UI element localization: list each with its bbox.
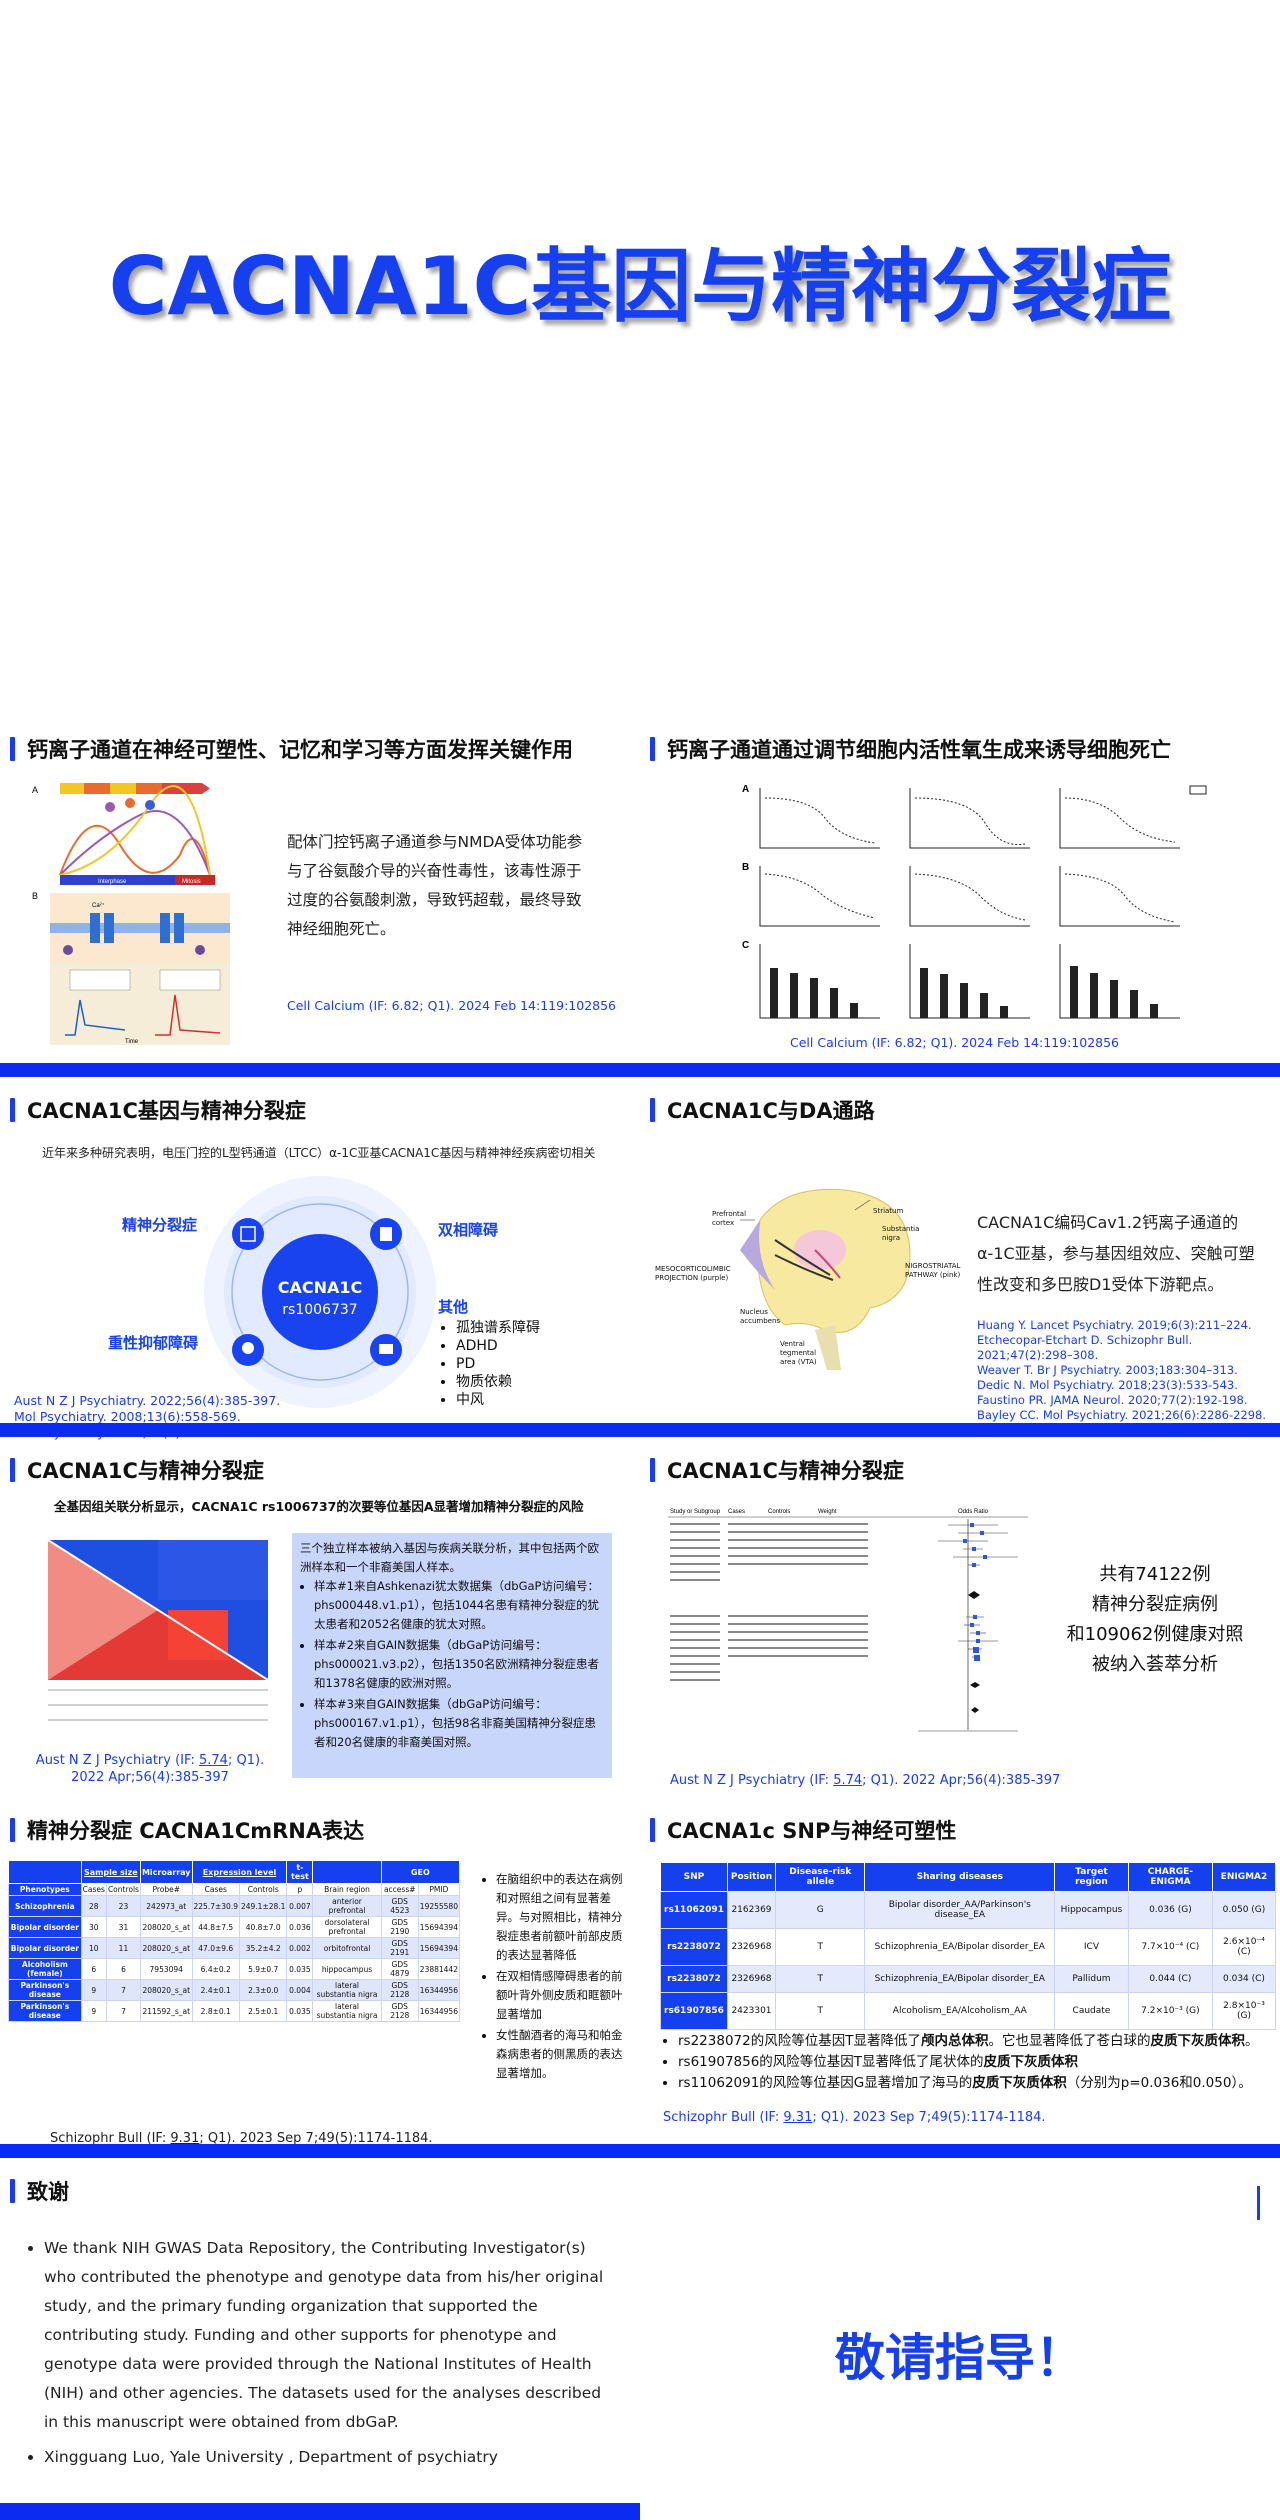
dose-response-figure: A B C [740,778,1208,1030]
s4-references: Huang Y. Lancet Psychiatry. 2019;6(3):21… [977,1318,1267,1422]
divider-bar [0,1423,640,1437]
section-heading: CACNA1c SNP与神经可塑性 [650,1815,956,1845]
divider-bar [640,1423,1280,1437]
section-heading: CACNA1C与精神分裂症 [650,1455,904,1485]
s1-reference: Cell Calcium (IF: 6.82; Q1). 2024 Feb 14… [287,998,617,1013]
fig-label-a: A [32,785,38,795]
forest-header-or: Odds Ratio [958,1509,989,1515]
right-edge-marker [1257,2186,1260,2220]
interphase-label: Interphase [98,879,127,885]
forest-header-weight: Weight [818,1509,837,1515]
section-heading: CACNA1C基因与精神分裂症 [10,1095,306,1125]
ld-heatmap [18,1530,293,1745]
center-snp-label: rs1006737 [282,1302,358,1318]
label-striatum: Striatum [873,1207,904,1215]
s3-intro: 近年来多种研究表明，电压门控的L型钙通道（LTCC）α-1C亚基CACNA1C基… [42,1146,596,1160]
s5-subtitle: 全基因组关联分析显示，CACNA1C rs1006737的次要等位基因A显著增加… [54,1499,584,1514]
cell-cycle-figure: A Interphase Mitosis B Time Ca²⁺ [30,775,232,1045]
forest-header-study: Study or Subgroup [670,1509,721,1515]
label-other: 其他 [438,1298,469,1316]
brain-figure [655,1180,955,1370]
label-vta: Ventral tegmental area (VTA) [780,1340,817,1366]
s5-reference: Aust N Z J Psychiatry (IF: 5.74; Q1). 20… [35,1753,265,1785]
meta-analysis-summary: 共有74122例精神分裂症病例和109062例健康对照被纳入荟萃分析 [1066,1564,1244,1675]
label-bipolar: 双相障碍 [438,1221,499,1239]
s8-reference: Schizophr Bull (IF: 9.31; Q1). 2023 Sep … [663,2110,1046,2125]
s7-reference: Schizophr Bull (IF: 9.31; Q1). 2023 Sep … [50,2131,433,2146]
center-gene-label: CACNA1C [277,1278,363,1297]
panel-label-a: A [742,784,749,795]
section-heading: 钙离子通道通过调节细胞内活性氧生成来诱导细胞死亡 [650,734,1171,764]
section-heading: CACNA1C与精神分裂症 [10,1455,264,1485]
label-prefrontal: Prefrontal cortex [712,1210,747,1227]
label-nucleus-accumbens: Nucleus accumbens [740,1308,781,1325]
s4-body-text: CACNA1C编码Cav1.2钙离子通道的α-1C亚基，参与基因组效应、突触可塑… [977,1213,1255,1294]
label-substantia-nigra: Substantia nigra [882,1225,920,1242]
s6-reference: Aust N Z J Psychiatry (IF: 5.74; Q1). 20… [670,1773,1061,1788]
s8-bullets: rs2238072的风险等位基因T显著降低了颅内总体积。它也显著降低了苍白球的皮… [660,2032,1270,2095]
monitor-icon [379,1344,393,1354]
mrna-expression-table: Sample size Microarray Expression level … [8,1860,461,2022]
sample-info-box: 三个独立样本被纳入基因与疾病关联分析，其中包括两个欧洲样本和一个非裔美国人样本。… [292,1533,612,1778]
label-schizophrenia: 精神分裂症 [122,1216,198,1234]
gene-disease-diagram [200,1172,440,1412]
forest-plot: Study or Subgroup Cases Controls Weight … [668,1505,1028,1745]
forest-header-controls: Controls [768,1509,790,1515]
person-card-icon [380,1227,392,1241]
divider-bar [0,1063,1280,1077]
group-icon [242,1342,254,1354]
label-mesocorticolimbic: MESOCORTICOLIMBIC PROJECTION (purple) [655,1265,731,1282]
s7-bullets: 在脑组织中的表达在病例和对照组之间有显著差异。与对照相比，精神分裂症患者前额叶前… [482,1870,627,2085]
section-heading: 致谢 [10,2176,69,2206]
time-label: Time [125,1039,139,1045]
panel-label-c: C [742,940,749,951]
fig-label-b: B [32,891,38,901]
page-title: CACNA1C基因与精神分裂症 [108,240,1172,333]
s1-body-text: 配体门控钙离子通道参与NMDA受体功能参与了谷氨酸介导的兴奋性毒性，该毒性源于过… [287,833,583,938]
closing-thanks: 敬请指导！ [835,2329,1085,2387]
divider-bar [640,2144,1280,2158]
forest-header-cases: Cases [728,1509,745,1515]
panel-label-b: B [742,862,749,873]
divider-bar [0,2503,640,2520]
label-nigrostriatal: NIGROSTRIATAL PATHWAY (pink) [905,1262,961,1279]
s2-reference: Cell Calcium (IF: 6.82; Q1). 2024 Feb 14… [790,1035,1120,1050]
label-mdd: 重性抑郁障碍 [108,1334,199,1352]
divider-bar [0,2144,640,2158]
section-heading: CACNA1C与DA通路 [650,1095,875,1125]
section-heading: 精神分裂症 CACNA1CmRNA表达 [10,1815,364,1845]
ca-label: Ca²⁺ [92,902,105,909]
other-disease-list: 孤独谱系障碍ADHDPD物质依赖中风 [438,1320,540,1410]
acknowledgement-text: We thank NIH GWAS Data Repository, the C… [22,2234,612,2474]
mitosis-label: Mitosis [182,879,201,885]
section-heading: 钙离子通道在神经可塑性、记忆和学习等方面发挥关键作用 [10,734,573,764]
grid-icon [240,1226,256,1242]
